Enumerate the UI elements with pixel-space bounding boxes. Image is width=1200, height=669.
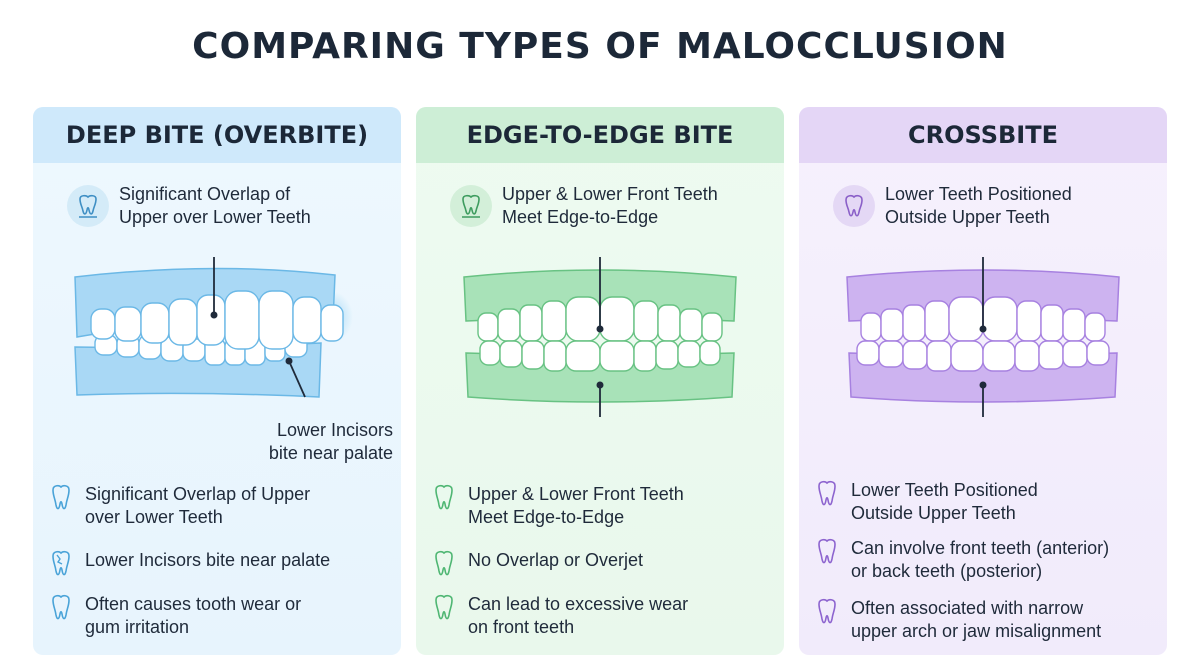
callout-line: Upper & Lower Front Teeth <box>502 184 718 204</box>
tooth-icon <box>435 594 453 620</box>
tooth-measure-icon <box>450 185 492 227</box>
callout: Upper & Lower Front Teeth Meet Edge-to-E… <box>450 183 718 229</box>
tooth-icon <box>435 484 453 510</box>
page-title: COMPARING TYPES OF MALOCCLUSION <box>192 26 1008 67</box>
panel-crossbite: CROSSBITE Lower Teeth Positioned Outside… <box>799 107 1167 655</box>
tooth-icon <box>818 480 836 506</box>
side-label: Lower Incisors bite near palate <box>268 420 393 463</box>
callout: Lower Teeth Positioned Outside Upper Tee… <box>833 183 1072 229</box>
callout-line: Outside Upper Teeth <box>885 207 1050 227</box>
callout-line: Significant Overlap of <box>119 184 291 204</box>
tooth-icon <box>818 538 836 564</box>
panel-edge-to-edge: EDGE-TO-EDGE BITE Upper & Lower Front Te… <box>416 107 784 655</box>
list-item: Can involve front teeth (anterior)or bac… <box>815 537 1109 583</box>
deep-bite-illustration <box>74 257 353 398</box>
tooth-icon <box>52 594 70 620</box>
panel-deep-bite: DEEP BITE (OVERBITE) Significant Overlap… <box>33 107 401 655</box>
crossbite-illustration <box>846 257 1120 417</box>
chipped-tooth-icon <box>52 550 70 576</box>
label-pointer <box>288 360 306 398</box>
panel-heading: CROSSBITE <box>799 107 1167 163</box>
tooth-measure-icon <box>67 185 109 227</box>
callout-line: Meet Edge-to-Edge <box>502 207 659 227</box>
callout-line: Lower Teeth Positioned <box>885 184 1072 204</box>
callout: Significant Overlap of Upper over Lower … <box>67 183 311 229</box>
list-item: No Overlap or Overjet <box>432 549 643 579</box>
tooth-icon <box>435 550 453 576</box>
tooth-icon <box>833 185 875 227</box>
callout-line: Upper over Lower Teeth <box>119 207 311 227</box>
panel-heading: EDGE-TO-EDGE BITE <box>416 107 784 163</box>
tooth-icon <box>818 598 836 624</box>
list-item: Lower Incisors bite near palate <box>49 549 330 579</box>
panel-heading: DEEP BITE (OVERBITE) <box>33 107 401 163</box>
edge-to-edge-illustration <box>463 257 737 417</box>
tooth-icon <box>52 484 70 510</box>
